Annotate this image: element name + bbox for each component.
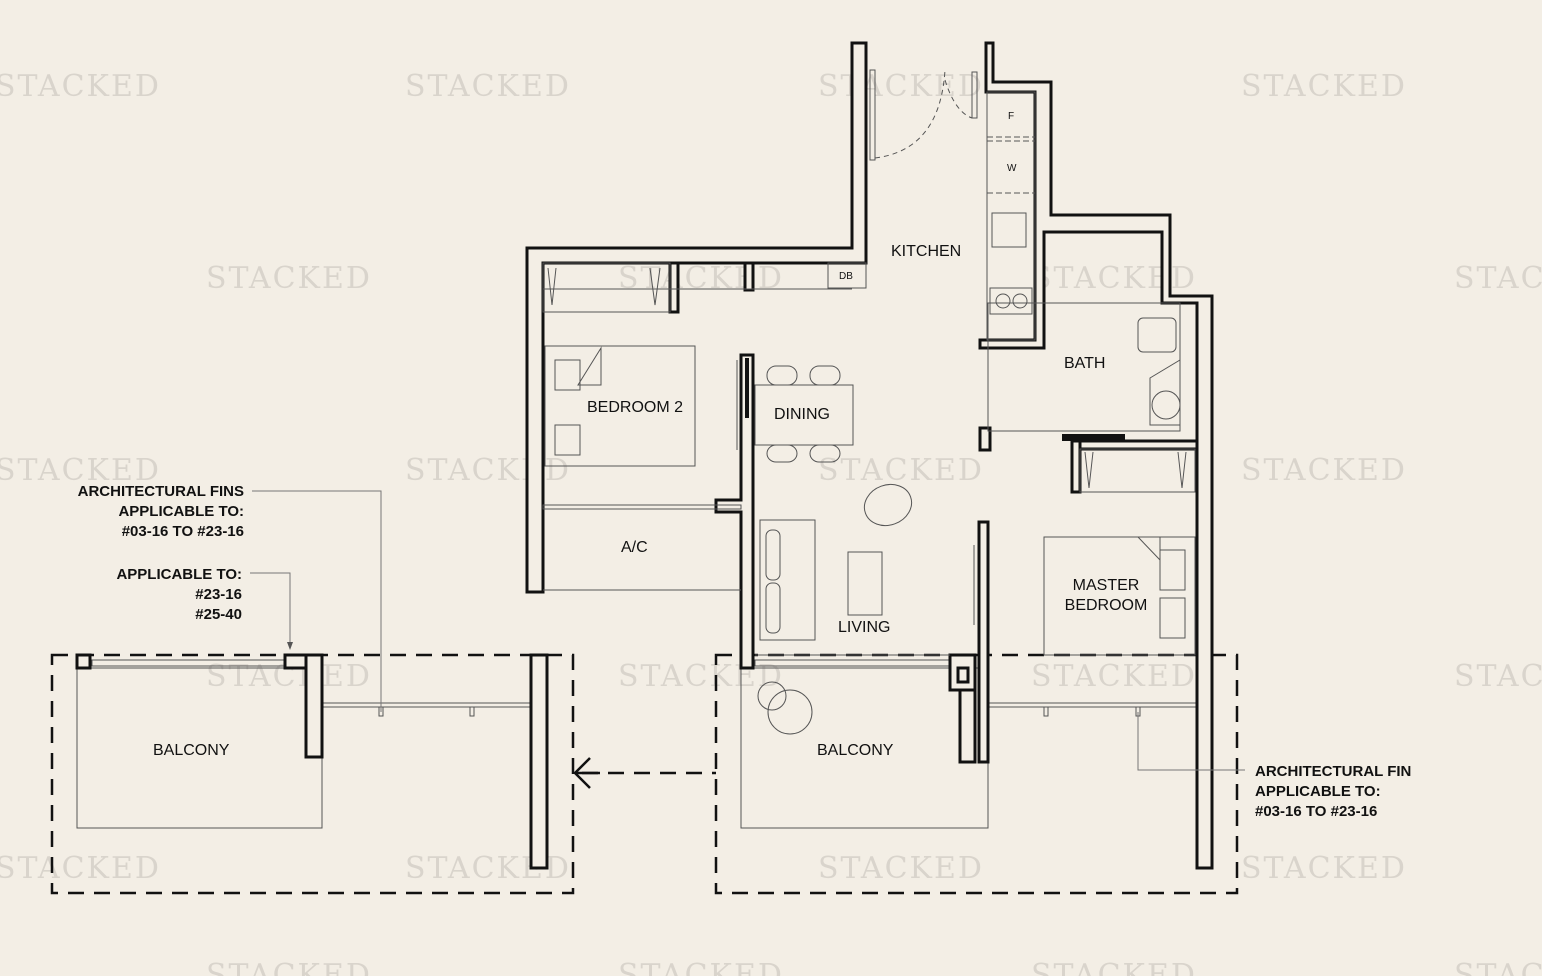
label-balcony-right: BALCONY	[817, 742, 894, 759]
watermark: STACKED	[1454, 958, 1542, 976]
watermark: STACKED	[206, 261, 372, 296]
toilet-icon	[1137, 317, 1177, 353]
watermark: STACKED	[1241, 453, 1407, 488]
lounge-chair	[863, 483, 913, 527]
kitchen-counter	[986, 91, 1036, 341]
label-living: LIVING	[838, 619, 890, 636]
watermark: STACKED	[405, 453, 571, 488]
svg-text:ARCHITECTURAL FINS: ARCHITECTURAL FINS	[78, 483, 244, 500]
master-bed	[1043, 536, 1196, 656]
sofa	[759, 519, 816, 641]
furniture	[542, 69, 1196, 735]
arrow-left-icon	[573, 757, 600, 789]
svg-text:APPLICABLE TO:: APPLICABLE TO:	[1255, 783, 1381, 800]
svg-text:APPLICABLE TO:: APPLICABLE TO:	[118, 503, 244, 520]
hob-icon	[989, 287, 1033, 315]
coffee-table	[847, 551, 883, 616]
watermark: STACKED	[1031, 261, 1197, 296]
watermark: STACKED	[1031, 659, 1197, 694]
note-applicable-to: APPLICABLE TO: #23-16 #25-40	[116, 566, 242, 623]
label-kitchen: KITCHEN	[891, 243, 961, 260]
watermark: STACKED	[818, 453, 984, 488]
bed-2	[544, 345, 696, 467]
label-bath: BATH	[1064, 355, 1105, 372]
svg-text:#23-16: #23-16	[195, 586, 242, 603]
label-db: DB	[839, 271, 853, 282]
svg-text:#03-16 TO #23-16: #03-16 TO #23-16	[122, 523, 244, 540]
svg-text:ARCHITECTURAL FIN: ARCHITECTURAL FIN	[1255, 763, 1411, 780]
label-washer: W	[1007, 163, 1017, 174]
sink-icon	[991, 212, 1027, 248]
watermark: STACKED	[818, 69, 984, 104]
note-architectural-fin: ARCHITECTURAL FIN APPLICABLE TO: #03-16 …	[1255, 763, 1411, 820]
dining-table	[754, 384, 854, 446]
kitchen-door-leaf	[869, 69, 876, 161]
watermark: STACKED	[818, 851, 984, 886]
note-architectural-fins: ARCHITECTURAL FINS APPLICABLE TO: #03-16…	[78, 483, 244, 540]
watermark: STACKED	[1241, 69, 1407, 104]
label-dining: DINING	[774, 406, 830, 423]
label-master-bedroom: MASTER	[1073, 577, 1140, 594]
watermark: STACKED	[1241, 851, 1407, 886]
watermark: STACKED	[0, 851, 161, 886]
watermark: STACKED	[405, 69, 571, 104]
watermark: STACKED	[206, 958, 372, 976]
label-ac: A/C	[621, 539, 648, 556]
svg-text:#03-16 TO #23-16: #03-16 TO #23-16	[1255, 803, 1377, 820]
watermark: STACKED	[618, 958, 784, 976]
label-master-bedroom: BEDROOM	[1065, 597, 1148, 614]
leader-lines	[250, 490, 1245, 771]
label-balcony-left: BALCONY	[153, 742, 230, 759]
watermark: STACKED	[0, 69, 161, 104]
svg-text:APPLICABLE TO:: APPLICABLE TO:	[116, 566, 242, 583]
watermark: STACKED	[1454, 261, 1542, 296]
watermark: STACKED	[0, 453, 161, 488]
walls	[75, 41, 1214, 870]
label-fridge: F	[1008, 111, 1014, 122]
watermark: STACKED	[618, 261, 784, 296]
basin-icon	[1151, 390, 1181, 420]
door-swing-arc	[874, 69, 946, 159]
label-bedroom-2: BEDROOM 2	[587, 399, 683, 416]
watermarks: STACKED STACKED STACKED STACKED STACKED …	[0, 69, 1542, 976]
watermark: STACKED	[1454, 659, 1542, 694]
watermark: STACKED	[618, 659, 784, 694]
svg-text:#25-40: #25-40	[195, 606, 242, 623]
watermark: STACKED	[1031, 958, 1197, 976]
